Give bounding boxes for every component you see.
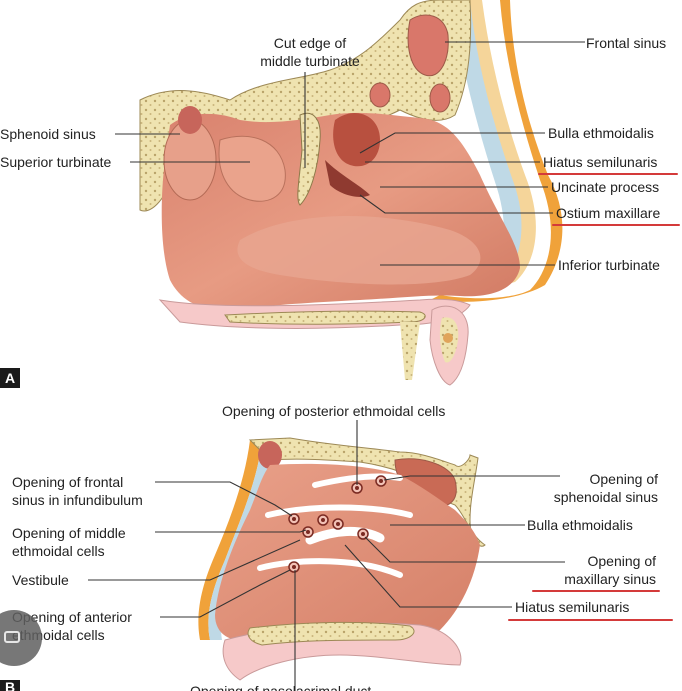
label-uncinate-process: Uncinate process: [551, 179, 660, 195]
panel-a-bulla: [333, 112, 380, 167]
label-frontal-infundibulum: Opening of frontal sinus in infundibulum: [12, 474, 143, 508]
label-bulla-ethmoidalis-b: Bulla ethmoidalis: [527, 517, 633, 533]
annotation-underline-maxillary: [532, 590, 660, 592]
label-inferior-turbinate: Inferior turbinate: [558, 257, 660, 273]
panel-a-frontal-cavity: [407, 14, 449, 77]
panel-a-tag: A: [0, 368, 20, 388]
panel-a-superior-turbinate: [218, 135, 286, 202]
label-sphenoid-sinus: Sphenoid sinus: [0, 126, 96, 142]
leader-lines: [88, 41, 585, 691]
label-superior-turbinate: Superior turbinate: [0, 154, 112, 170]
label-bulla-ethmoidalis-a: Bulla ethmoidalis: [548, 125, 654, 141]
label-posterior-ethmoidal: Opening of posterior ethmoidal cells: [222, 403, 446, 419]
panel-a-inferior-turbinate: [237, 216, 481, 285]
label-frontal-sinus: Frontal sinus: [586, 35, 667, 51]
label-maxillary-sinus: Opening of maxillary sinus: [564, 553, 656, 587]
label-bottom-cut: Opening of nasolacrimal duct: [190, 684, 371, 691]
annotation-underline-hiatus-a: [538, 173, 678, 175]
label-sphenoidal-sinus: Opening of sphenoidal sinus: [553, 471, 658, 505]
label-middle-ethmoidal: Opening of middle ethmoidal cells: [12, 525, 126, 559]
panel-b-illustration: [198, 437, 486, 681]
label-vestibule: Vestibule: [12, 572, 69, 588]
panel-b-mucosa: [215, 463, 480, 640]
annotation-underline-ostium: [552, 224, 680, 226]
screen-icon: [4, 631, 20, 643]
annotation-underline-hiatus-b: [508, 619, 673, 621]
panel-b-tag: B: [0, 680, 20, 691]
label-hiatus-semilunaris-a: Hiatus semilunaris: [543, 154, 658, 170]
panel-a-middle-turbinate-cut: [297, 112, 321, 206]
panel-a-palate-bone: [224, 310, 426, 325]
label-ostium-maxillare: Ostium maxillare: [556, 205, 661, 221]
label-cut-edge: Cut edge of middle turbinate: [260, 35, 360, 69]
label-hiatus-semilunaris-b: Hiatus semilunaris: [515, 599, 630, 615]
panel-a-skin: [430, 0, 563, 302]
